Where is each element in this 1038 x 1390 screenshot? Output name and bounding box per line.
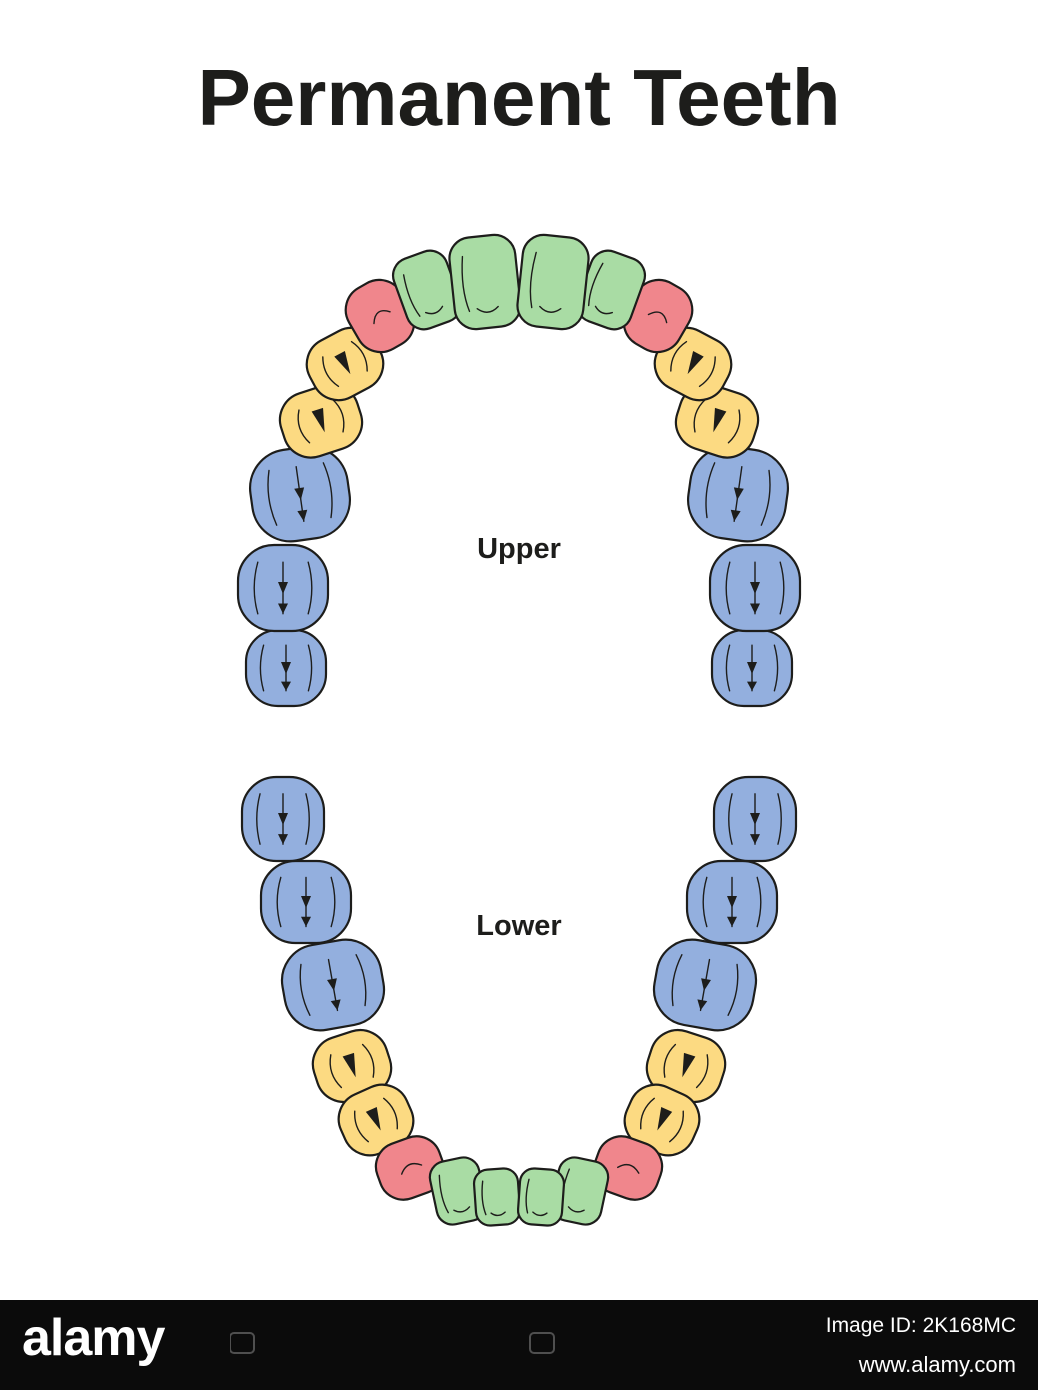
tooth-detail (461, 255, 499, 313)
tooth-detail (663, 1043, 709, 1089)
tooth-crown (374, 1135, 446, 1201)
lower-right-incisor-tooth (516, 1167, 566, 1227)
brand-logo: alamy (22, 1309, 165, 1367)
tooth-crown (472, 1167, 522, 1227)
tooth-detail (373, 310, 391, 325)
page-title: Permanent Teeth (197, 53, 841, 142)
tooth-detail (297, 398, 345, 444)
tooth-detail (529, 251, 562, 313)
tooth-crown (516, 1167, 566, 1227)
tooth-detail (267, 462, 333, 526)
tooth-detail (728, 793, 782, 845)
tooth-detail (640, 1097, 684, 1143)
tooth-detail (525, 1178, 548, 1217)
tooth-detail (481, 1180, 506, 1217)
lower-left-molar-tooth (259, 859, 353, 945)
lower-right-canine-tooth (592, 1135, 664, 1201)
lower-right-molar-tooth (652, 938, 758, 1032)
upper-left-premolar-tooth (278, 383, 364, 459)
lower-right-premolar-tooth (645, 1028, 727, 1104)
tooth-detail (693, 398, 741, 444)
image-id: Image ID: 2K168MC (825, 1314, 1016, 1337)
tooth-detail (671, 954, 739, 1016)
tooth-detail (400, 1162, 423, 1175)
tooth-detail (276, 876, 336, 928)
tooth-detail (702, 876, 762, 928)
tooth-detail (705, 462, 771, 526)
upper-left-molar-tooth (248, 445, 352, 543)
tooth-detail (725, 561, 785, 615)
upper-left-incisor-tooth (448, 233, 522, 331)
tooth-detail (647, 311, 668, 324)
tooth-detail (299, 954, 367, 1016)
tooth-crown (448, 233, 522, 331)
upper-left-molar-tooth (244, 628, 328, 708)
tooth-detail (725, 644, 779, 692)
lower-arch-label: Lower (476, 910, 562, 942)
teeth-layer (236, 233, 802, 1227)
tooth-detail (438, 1174, 471, 1214)
tooth-detail (329, 1043, 375, 1089)
upper-right-canine-tooth (622, 278, 694, 354)
lower-left-molar-tooth (280, 938, 386, 1032)
upper-left-molar-tooth (236, 543, 330, 633)
upper-right-molar-tooth (686, 445, 790, 543)
site-url: www.alamy.com (858, 1352, 1016, 1377)
upper-arch-label: Upper (477, 533, 561, 565)
lower-left-canine-tooth (374, 1135, 446, 1201)
watermark-strip-icon (230, 1332, 555, 1354)
tooth-detail (253, 561, 313, 615)
dental-chart (236, 233, 802, 1227)
lower-left-premolar-tooth (311, 1028, 393, 1104)
upper-right-molar-tooth (708, 543, 802, 633)
lower-left-incisor-tooth (472, 1167, 522, 1227)
tooth-detail (259, 644, 313, 692)
tooth-detail (402, 274, 444, 317)
tooth-detail (256, 793, 310, 845)
tooth-detail (322, 340, 368, 388)
image-meta: Image ID: 2K168MC www.alamy.com (826, 1314, 1016, 1378)
watermark-footer: alamy Image ID: 2K168MC www.alamy.com (0, 1300, 1038, 1390)
tooth-detail (354, 1097, 398, 1143)
upper-right-incisor-tooth (516, 233, 590, 331)
tooth-crown (592, 1135, 664, 1201)
lower-left-molar-tooth (240, 775, 326, 863)
tooth-detail (587, 262, 614, 315)
lower-right-molar-tooth (685, 859, 779, 945)
upper-right-molar-tooth (710, 628, 794, 708)
tooth-detail (670, 340, 716, 388)
tooth-detail (617, 1163, 640, 1174)
lower-right-premolar-tooth (623, 1083, 701, 1157)
upper-right-premolar-tooth (674, 383, 760, 459)
tooth-crown (516, 233, 590, 331)
lower-right-molar-tooth (712, 775, 798, 863)
